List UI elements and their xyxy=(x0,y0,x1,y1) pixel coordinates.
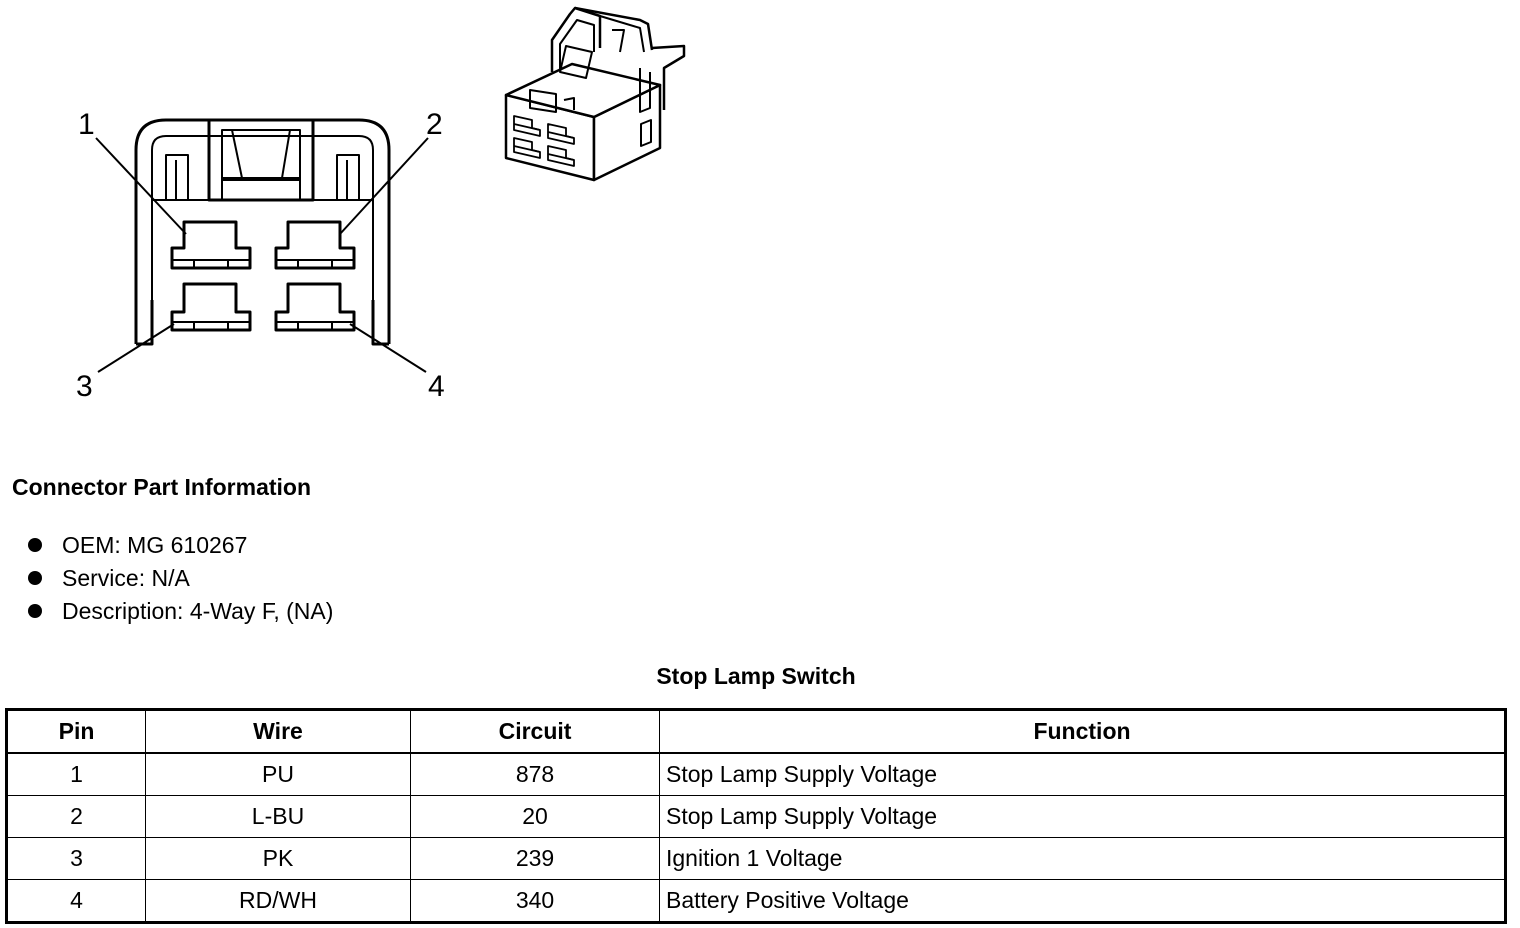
bullet-icon xyxy=(28,537,42,552)
leader-line-2 xyxy=(339,137,429,235)
table-row: 2 L-BU 20 Stop Lamp Supply Voltage xyxy=(6,795,1506,838)
pin-cavity-3 xyxy=(170,282,252,332)
header-wire: Wire xyxy=(145,709,411,754)
header-circuit: Circuit xyxy=(410,709,660,754)
cell-circuit: 878 xyxy=(410,752,660,796)
pin-cavity-2 xyxy=(274,220,356,270)
cell-function: Stop Lamp Supply Voltage xyxy=(659,752,1506,796)
part-info-service: Service: N/A xyxy=(28,561,333,594)
connector-latch xyxy=(207,118,315,202)
cell-circuit: 20 xyxy=(410,795,660,838)
cell-pin: 3 xyxy=(6,837,146,880)
pin-label-4: 4 xyxy=(428,370,445,403)
cell-circuit: 340 xyxy=(410,879,660,923)
cell-wire: L-BU xyxy=(145,795,411,838)
part-info-oem: OEM: MG 610267 xyxy=(28,528,333,561)
cell-function: Ignition 1 Voltage xyxy=(659,837,1506,880)
pin-label-3: 3 xyxy=(76,370,93,403)
bullet-icon xyxy=(28,603,42,618)
part-info-heading: Connector Part Information xyxy=(12,474,312,500)
part-info-list: OEM: MG 610267 Service: N/A Description:… xyxy=(28,528,333,627)
pin-cavity-4 xyxy=(274,282,356,332)
header-pin: Pin xyxy=(6,709,146,754)
header-function: Function xyxy=(659,709,1506,754)
table-row: 3 PK 239 Ignition 1 Voltage xyxy=(6,837,1506,880)
part-info-description-text: Description: 4-Way F, (NA) xyxy=(62,597,334,624)
leader-line-3 xyxy=(97,323,175,373)
cell-pin: 1 xyxy=(6,752,146,796)
cell-function: Stop Lamp Supply Voltage xyxy=(659,795,1506,838)
cell-pin: 4 xyxy=(6,879,146,923)
cell-function: Battery Positive Voltage xyxy=(659,879,1506,923)
bullet-icon xyxy=(28,570,42,585)
pin-cavity-1 xyxy=(170,220,252,270)
cell-pin: 2 xyxy=(6,795,146,838)
pinout-table: Pin Wire Circuit Function 1 PU 878 Stop … xyxy=(5,708,1507,924)
connector-iso-view xyxy=(504,6,686,182)
part-info-description: Description: 4-Way F, (NA) xyxy=(28,594,333,627)
cell-wire: PU xyxy=(145,752,411,796)
table-row: 4 RD/WH 340 Battery Positive Voltage xyxy=(6,879,1506,923)
table-title: Stop Lamp Switch xyxy=(656,663,856,689)
leader-line-1 xyxy=(95,137,187,235)
table-row: 1 PU 878 Stop Lamp Supply Voltage xyxy=(6,752,1506,796)
table-header-row: Pin Wire Circuit Function xyxy=(6,709,1506,754)
cell-wire: RD/WH xyxy=(145,879,411,923)
part-info-oem-text: OEM: MG 610267 xyxy=(62,531,248,558)
pin-label-2: 2 xyxy=(426,108,443,141)
part-info-service-text: Service: N/A xyxy=(62,564,190,591)
cell-circuit: 239 xyxy=(410,837,660,880)
pin-label-1: 1 xyxy=(78,108,95,141)
connector-housing-outline xyxy=(134,118,391,344)
leader-line-4 xyxy=(349,323,427,373)
connector-diagram: 1 2 3 4 xyxy=(76,6,686,403)
cell-wire: PK xyxy=(145,837,411,880)
